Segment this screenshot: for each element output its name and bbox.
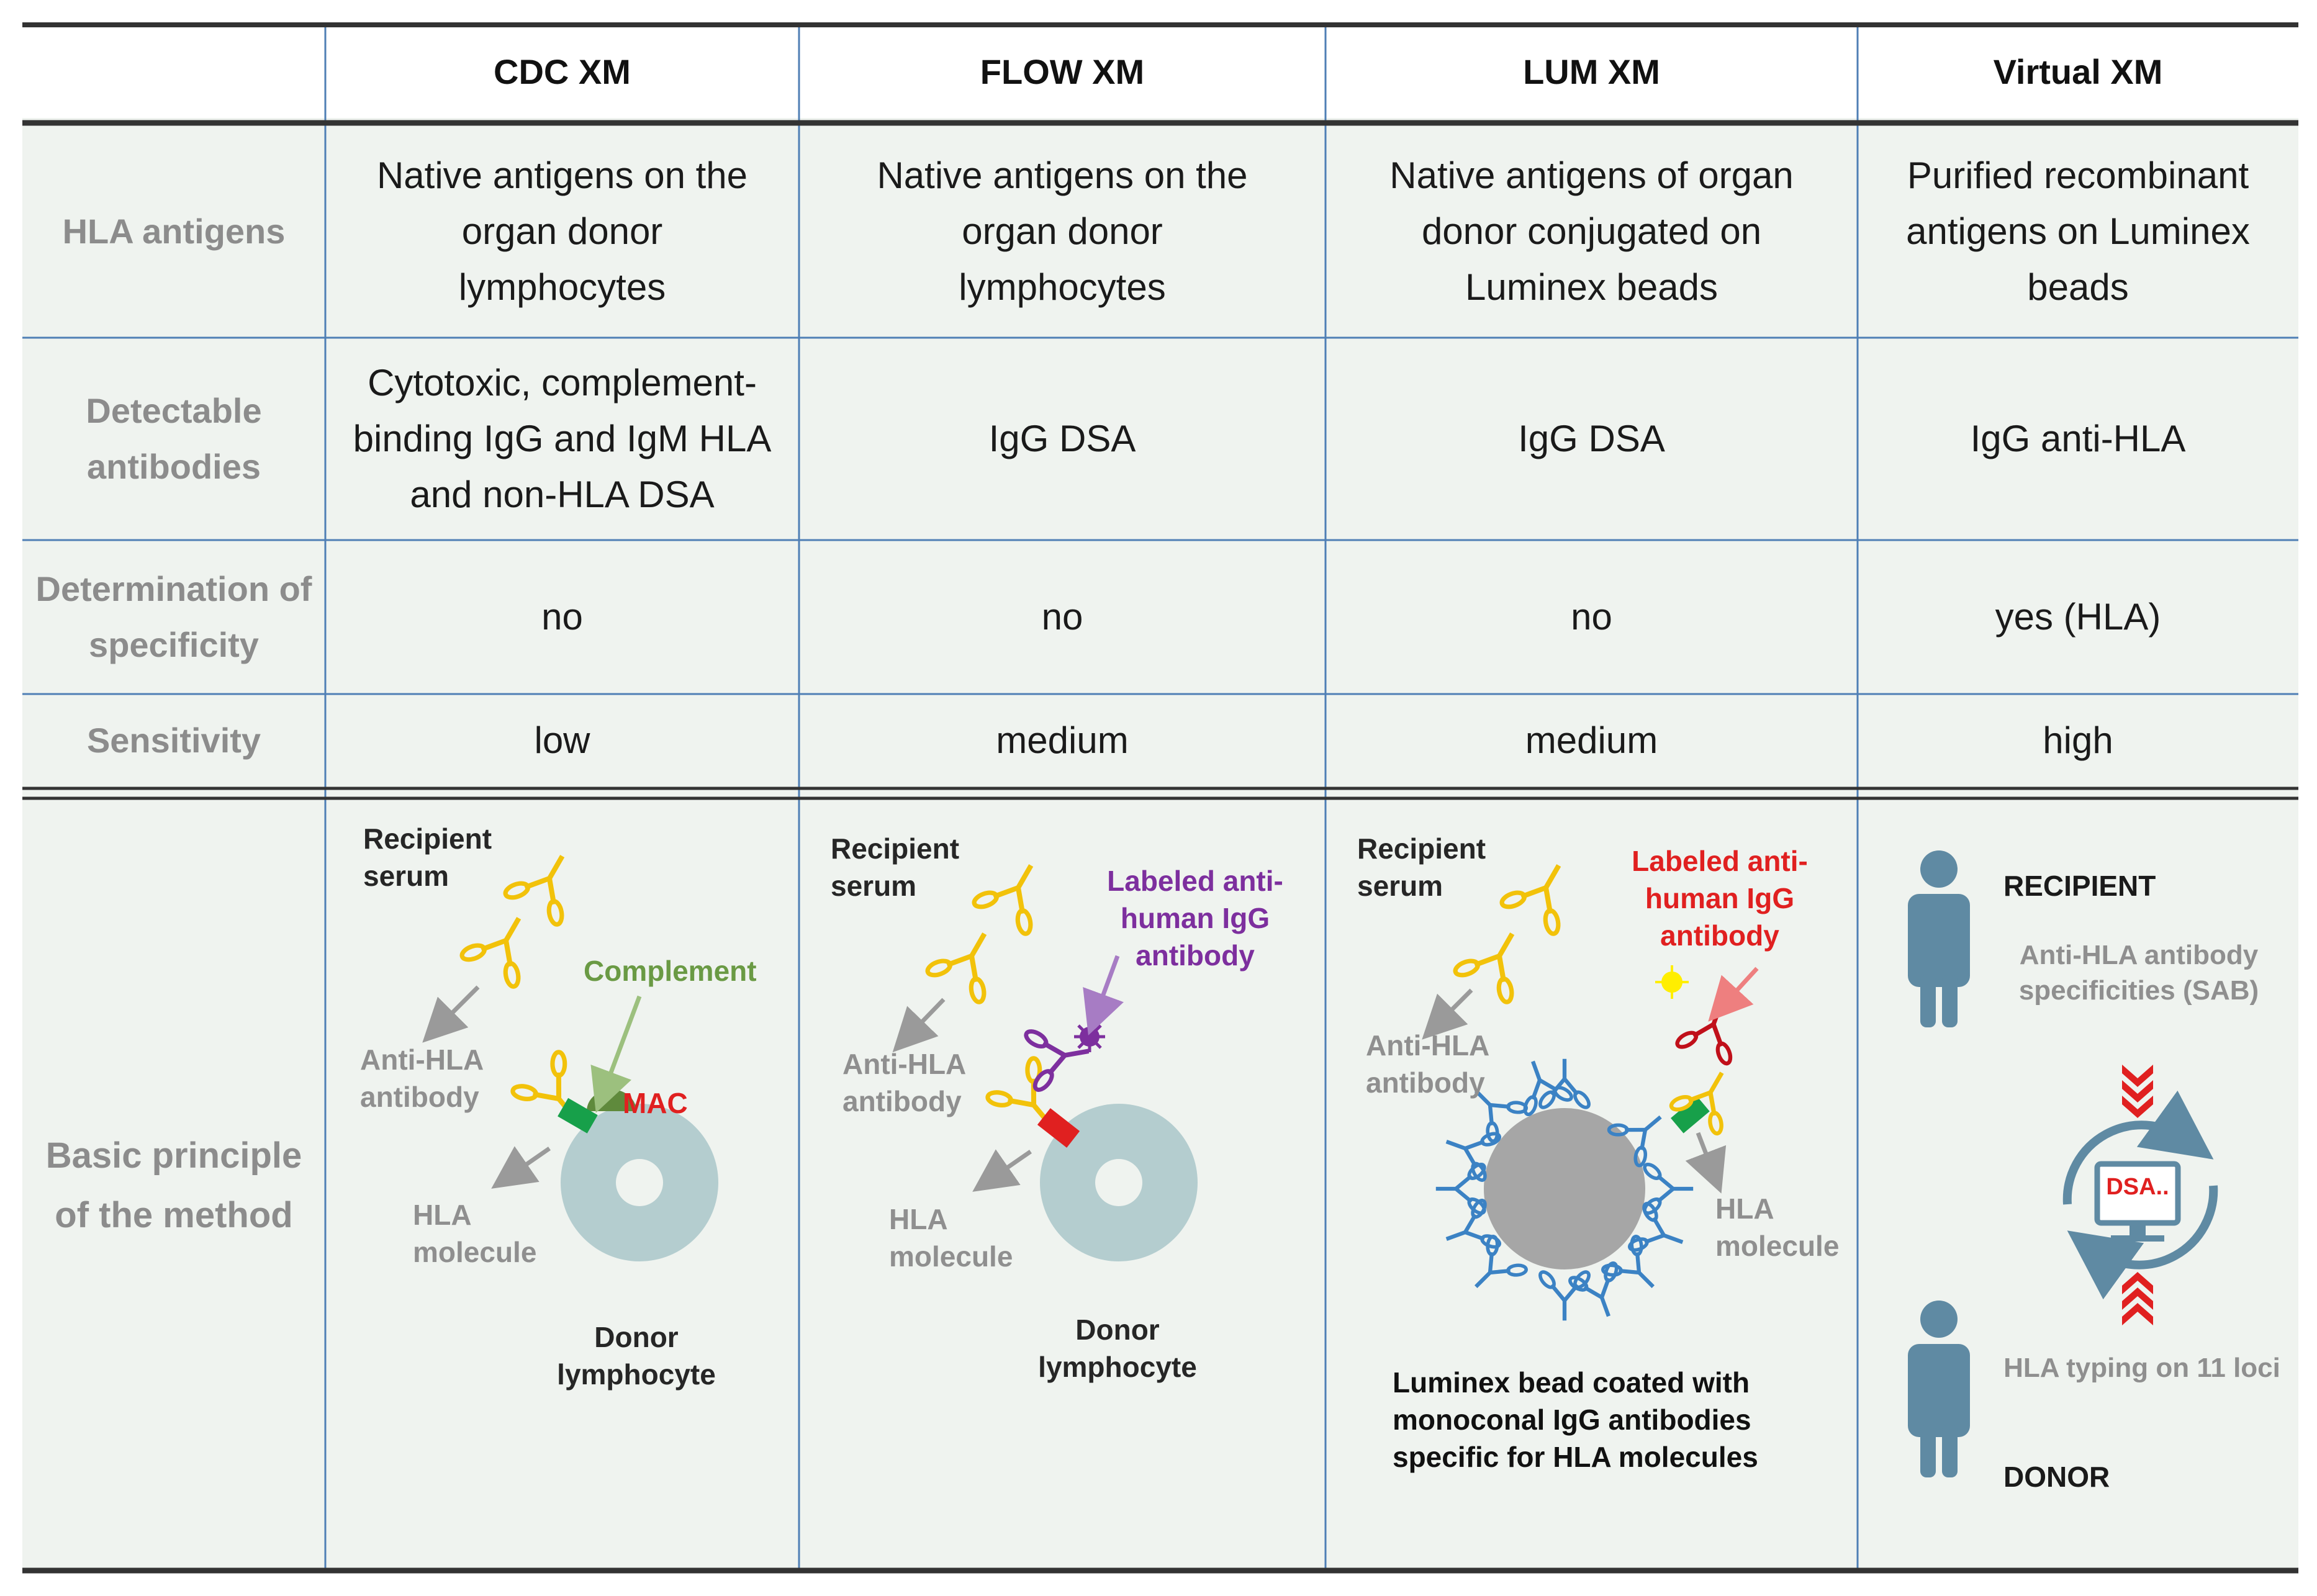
virtual-label-donor: DONOR: [2003, 1461, 2110, 1493]
cell-specificity-virtual: yes (HLA): [1995, 596, 2161, 638]
cdc-hla-molecule: [558, 1098, 598, 1134]
lum-label-molecule: HLA molecule: [1715, 1192, 1840, 1262]
cell-antibodies-flow: IgG DSA: [988, 418, 1136, 459]
flow-hla-molecule: [1037, 1108, 1080, 1148]
donor-person-icon: [1908, 1301, 1970, 1477]
cdc-label-antibody: Anti-HLA antibody: [360, 1044, 483, 1113]
flow-label-serum: Recipient serum: [831, 832, 960, 902]
flow-label-rays: [1074, 1021, 1105, 1052]
row-header-sensitivity: Sensitivity: [86, 721, 261, 760]
lum-label-serum: Recipient serum: [1357, 832, 1486, 902]
lum-bead: [1484, 1108, 1645, 1269]
cell-sensitivity-flow: medium: [996, 719, 1129, 761]
table-rules: [22, 22, 2298, 1574]
header-virtual-xm: Virtual XM: [1993, 52, 2163, 91]
row-header-basic-principle: Basic principle of the method: [45, 1135, 302, 1235]
lum-labeled-arrow: [1708, 967, 1759, 1022]
cdc-complement-arrow: [590, 995, 642, 1113]
cdc-diagram: [422, 839, 718, 1261]
cell-sensitivity-virtual: high: [2043, 719, 2113, 761]
flow-molecule-arrow: [972, 1149, 1032, 1192]
cell-hla-cdc: Native antigens on the organ donor lymph…: [376, 155, 748, 308]
cell-specificity-flow: no: [1041, 596, 1083, 638]
cdc-label-complement: Complement: [584, 955, 757, 987]
cell-antibodies-virtual: IgG anti-HLA: [1970, 418, 2186, 459]
header-flow-xm: FLOW XM: [980, 52, 1145, 91]
row-header-detectable-antibodies: Detectable antibodies: [86, 391, 262, 486]
virtual-label-monitor: DSA..: [2106, 1174, 2169, 1200]
cdc-label-mac: MAC: [623, 1087, 688, 1119]
lum-label-bead: Luminex bead coated with monoconal IgG a…: [1393, 1366, 1758, 1473]
cycle-arrows-icon: [2062, 1090, 2218, 1300]
flow-label-cell: Donor lymphocyte: [1038, 1314, 1197, 1383]
flow-diagram: [892, 848, 1198, 1261]
cell-hla-lum: Native antigens of organ donor conjugate…: [1389, 155, 1794, 308]
cell-hla-flow: Native antigens on the organ donor lymph…: [877, 155, 1248, 308]
lum-label-rays: [1655, 965, 1689, 999]
cell-specificity-lum: no: [1571, 596, 1612, 638]
cdc-label-serum: Recipient serum: [363, 823, 492, 892]
flow-label-molecule: HLA molecule: [889, 1203, 1013, 1273]
header-lum-xm: LUM XM: [1523, 52, 1660, 91]
flow-antibody-arrow: [892, 998, 946, 1053]
lum-label-labeled: Labeled anti-human IgG antibody: [1632, 845, 1808, 952]
cell-hla-virtual: Purified recombinant antigens on Luminex…: [1906, 155, 2250, 308]
virtual-label-recipient: RECIPIENT: [2003, 870, 2156, 902]
recipient-person-icon: [1908, 850, 1970, 1027]
header-cdc-xm: CDC XM: [494, 52, 631, 91]
header-background: [22, 25, 2298, 118]
virtual-label-specificities: Anti-HLA antibody specificities (SAB): [2018, 940, 2259, 1006]
cdc-antibody-arrow: [422, 985, 480, 1043]
virtual-diagram: [1908, 850, 2218, 1477]
cell-antibodies-lum: IgG DSA: [1518, 418, 1665, 459]
cell-sensitivity-cdc: low: [534, 719, 590, 761]
cell-antibodies-cdc: Cytotoxic, complement-binding IgG and Ig…: [353, 362, 772, 515]
cdc-label-molecule: HLA molecule: [413, 1199, 537, 1268]
flow-labeled-arrow: [1083, 955, 1124, 1035]
cdc-molecule-arrow: [491, 1146, 551, 1189]
lum-antibody-arrow: [1422, 988, 1473, 1040]
cdc-cell-nucleus: [616, 1159, 663, 1206]
monitor-icon: [2094, 1161, 2181, 1242]
lum-molecule-arrow: [1685, 1132, 1727, 1194]
virtual-label-typing: HLA typing on 11 loci: [2003, 1353, 2280, 1383]
lum-diagram: [1422, 848, 1759, 1325]
lum-label-antibody: Anti-HLA antibody: [1366, 1029, 1489, 1099]
cdc-label-cell: Donor lymphocyte: [557, 1321, 716, 1391]
flow-label-labeled: Labeled anti-human IgG antibody: [1107, 865, 1283, 972]
flow-label-antibody: Anti-HLA antibody: [842, 1048, 965, 1117]
row-header-specificity: Determination of specificity: [35, 569, 312, 664]
lum-hla-molecule: [1671, 1096, 1710, 1134]
flow-cell-nucleus: [1095, 1159, 1142, 1206]
row-header-hla-antigens: HLA antigens: [62, 212, 286, 251]
cell-specificity-cdc: no: [541, 596, 583, 638]
grid-horizontal-lines: [22, 336, 2298, 695]
cell-sensitivity-lum: medium: [1525, 719, 1658, 761]
